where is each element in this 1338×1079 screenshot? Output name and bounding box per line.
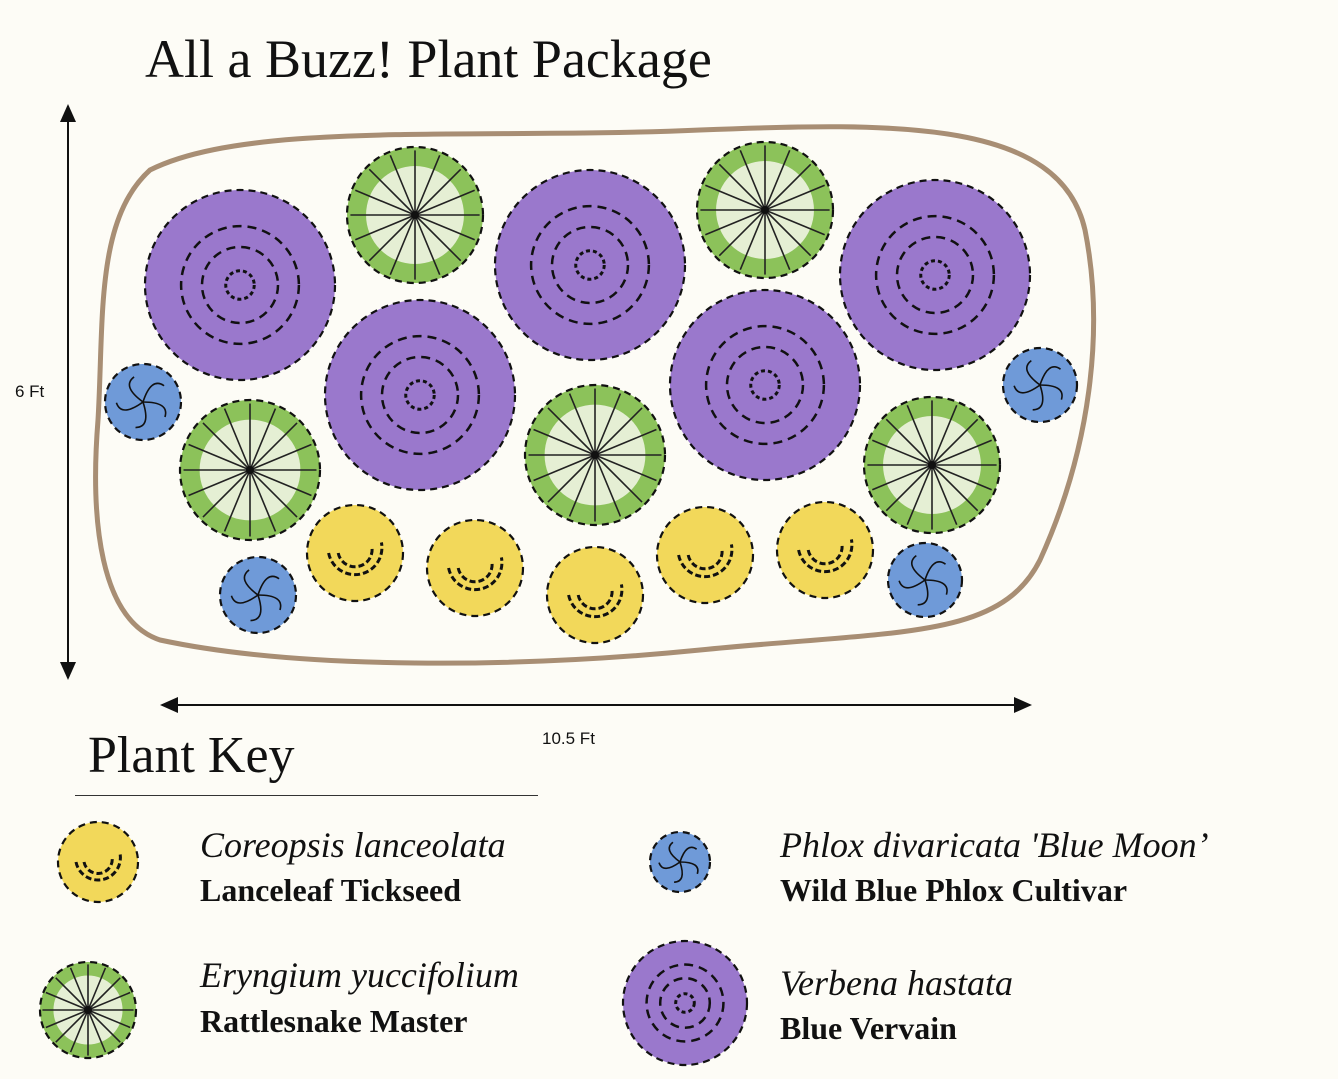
coreopsis-plant-icon xyxy=(775,500,875,600)
key-scientific-name: Verbena hastata xyxy=(780,963,1013,1003)
eryngium-plant-icon xyxy=(695,140,835,280)
width-label: 10.5 Ft xyxy=(542,729,595,748)
key-common-name: Wild Blue Phlox Cultivar xyxy=(780,872,1128,908)
key-divider xyxy=(75,795,538,796)
verbena-plant-icon xyxy=(323,298,517,492)
coreopsis-plant-icon xyxy=(305,503,405,603)
eryngium-plant-icon xyxy=(523,383,667,527)
coreopsis-plant-icon xyxy=(655,505,755,605)
phlox-plant-icon xyxy=(886,541,964,619)
verbena-plant-icon xyxy=(838,178,1032,372)
coreopsis-plant-icon xyxy=(425,518,525,618)
garden-bed-outline xyxy=(93,124,1097,666)
key-scientific-name: Phlox divaricata 'Blue Moon’ xyxy=(780,825,1209,865)
verbena-plant-icon xyxy=(668,288,862,482)
verbena-plant-icon xyxy=(493,168,687,362)
key-common-name: Rattlesnake Master xyxy=(200,1003,468,1039)
phlox-plant-icon xyxy=(103,362,183,442)
plant-key-title: Plant Key xyxy=(88,727,295,784)
height-label: 6 Ft xyxy=(15,382,45,401)
eryngium-plant-icon xyxy=(178,398,322,542)
verbena-plant-icon xyxy=(143,188,337,382)
verbena-plant-icon xyxy=(621,939,749,1067)
key-scientific-name: Coreopsis lanceolata xyxy=(200,825,506,865)
key-common-name: Blue Vervain xyxy=(780,1010,957,1046)
phlox-plant-icon xyxy=(218,555,298,635)
eryngium-plant-icon xyxy=(38,960,138,1060)
page-title: All a Buzz! Plant Package xyxy=(145,29,712,89)
key-common-name: Lanceleaf Tickseed xyxy=(200,872,462,908)
eryngium-plant-icon xyxy=(862,395,1002,535)
key-scientific-name: Eryngium yuccifolium xyxy=(200,955,519,995)
eryngium-plant-icon xyxy=(345,145,485,285)
coreopsis-plant-icon xyxy=(56,820,140,904)
coreopsis-plant-icon xyxy=(545,545,645,645)
phlox-plant-icon xyxy=(1001,346,1079,424)
phlox-plant-icon xyxy=(648,830,712,894)
